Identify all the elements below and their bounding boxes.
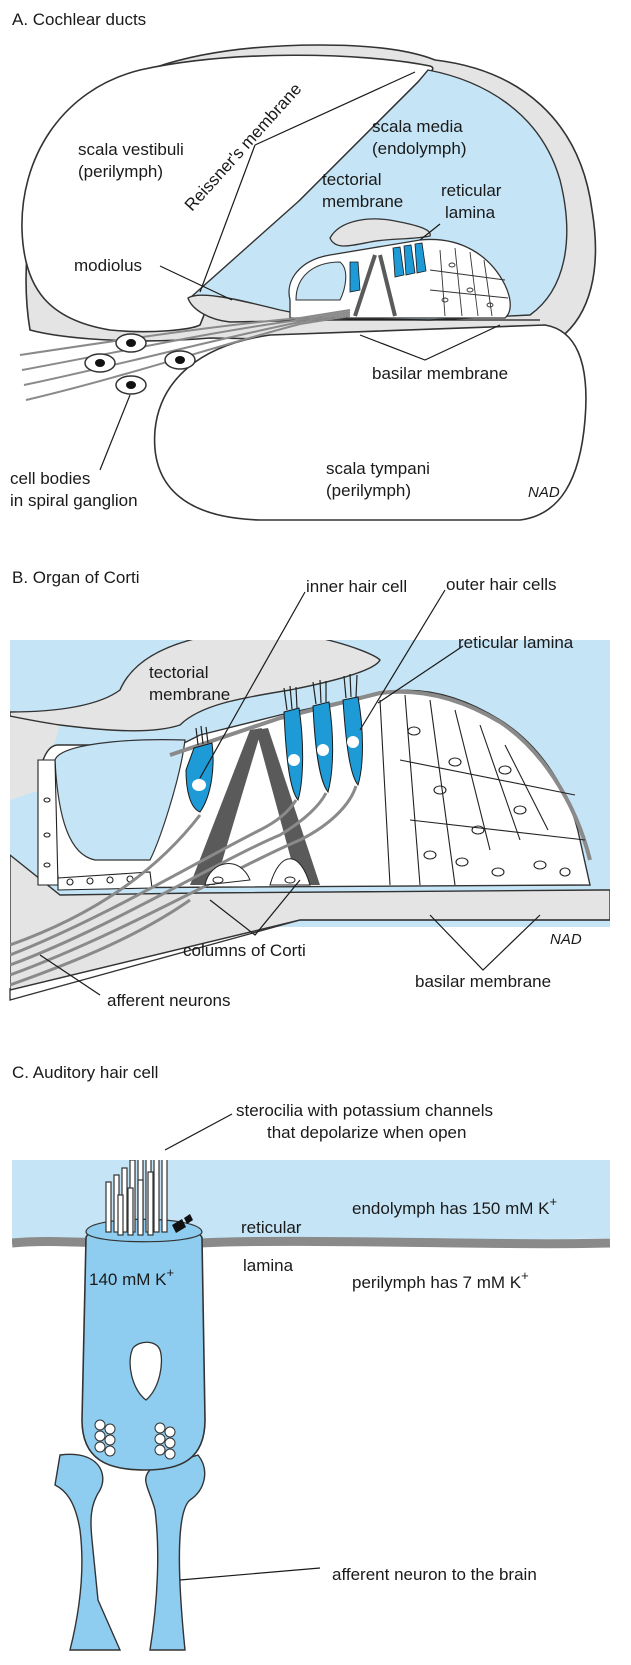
signature-b: NAD — [550, 931, 582, 948]
hair-cell-apex-c — [86, 1219, 202, 1242]
label-afferent-neurons: afferent neurons — [107, 991, 231, 1010]
label-tectorial-b: tectorial — [149, 663, 209, 682]
panel-c-title: C. Auditory hair cell — [12, 1063, 158, 1082]
label-reticular-a-2: lamina — [445, 203, 496, 222]
label-stereocilia: sterocilia with potassium channels — [236, 1101, 493, 1120]
label-scala-media: scala media — [372, 117, 463, 136]
label-basilar-b: basilar membrane — [415, 972, 551, 991]
panel-cochlear-ducts: A. Cochlear ducts — [10, 10, 595, 520]
label-scala-media-fluid: (endolymph) — [372, 139, 467, 158]
label-tectorial-a: tectorial — [322, 170, 382, 189]
label-cell-bodies: cell bodies — [10, 469, 90, 488]
signature-a: NAD — [528, 484, 560, 501]
panel-a-title: A. Cochlear ducts — [12, 10, 146, 29]
label-scala-tympani: scala tympani — [326, 459, 430, 478]
label-scala-vestibuli: scala vestibuli — [78, 140, 184, 159]
label-afferent-neuron-c: afferent neuron to the brain — [332, 1565, 537, 1584]
label-scala-vestibuli-fluid: (perilymph) — [78, 162, 163, 181]
label-lamina-c: lamina — [243, 1256, 294, 1275]
panel-b-title: B. Organ of Corti — [12, 568, 140, 587]
label-tectorial-b-2: membrane — [149, 685, 230, 704]
label-reticular-lamina-b: reticular lamina — [458, 633, 574, 652]
label-stereocilia-2: that depolarize when open — [267, 1123, 466, 1142]
panel-auditory-hair-cell: C. Auditory hair cell — [12, 1063, 610, 1650]
label-perilymph-k: perilymph has 7 mM K+ — [352, 1268, 529, 1292]
label-columns-of-corti: columns of Corti — [183, 941, 306, 960]
label-inner-hair-cell: inner hair cell — [306, 577, 407, 596]
afferent-neuron-c — [55, 1454, 205, 1650]
panel-organ-of-corti: B. Organ of Corti — [10, 568, 610, 1010]
label-tectorial-a-2: membrane — [322, 192, 403, 211]
label-spiral-ganglion: in spiral ganglion — [10, 491, 138, 510]
label-scala-tympani-fluid: (perilymph) — [326, 481, 411, 500]
label-basilar-a: basilar membrane — [372, 364, 508, 383]
label-reticular-a: reticular — [441, 181, 502, 200]
label-outer-hair-cells: outer hair cells — [446, 575, 557, 594]
label-reticular-c: reticular — [241, 1218, 302, 1237]
label-modiolus: modiolus — [74, 256, 142, 275]
